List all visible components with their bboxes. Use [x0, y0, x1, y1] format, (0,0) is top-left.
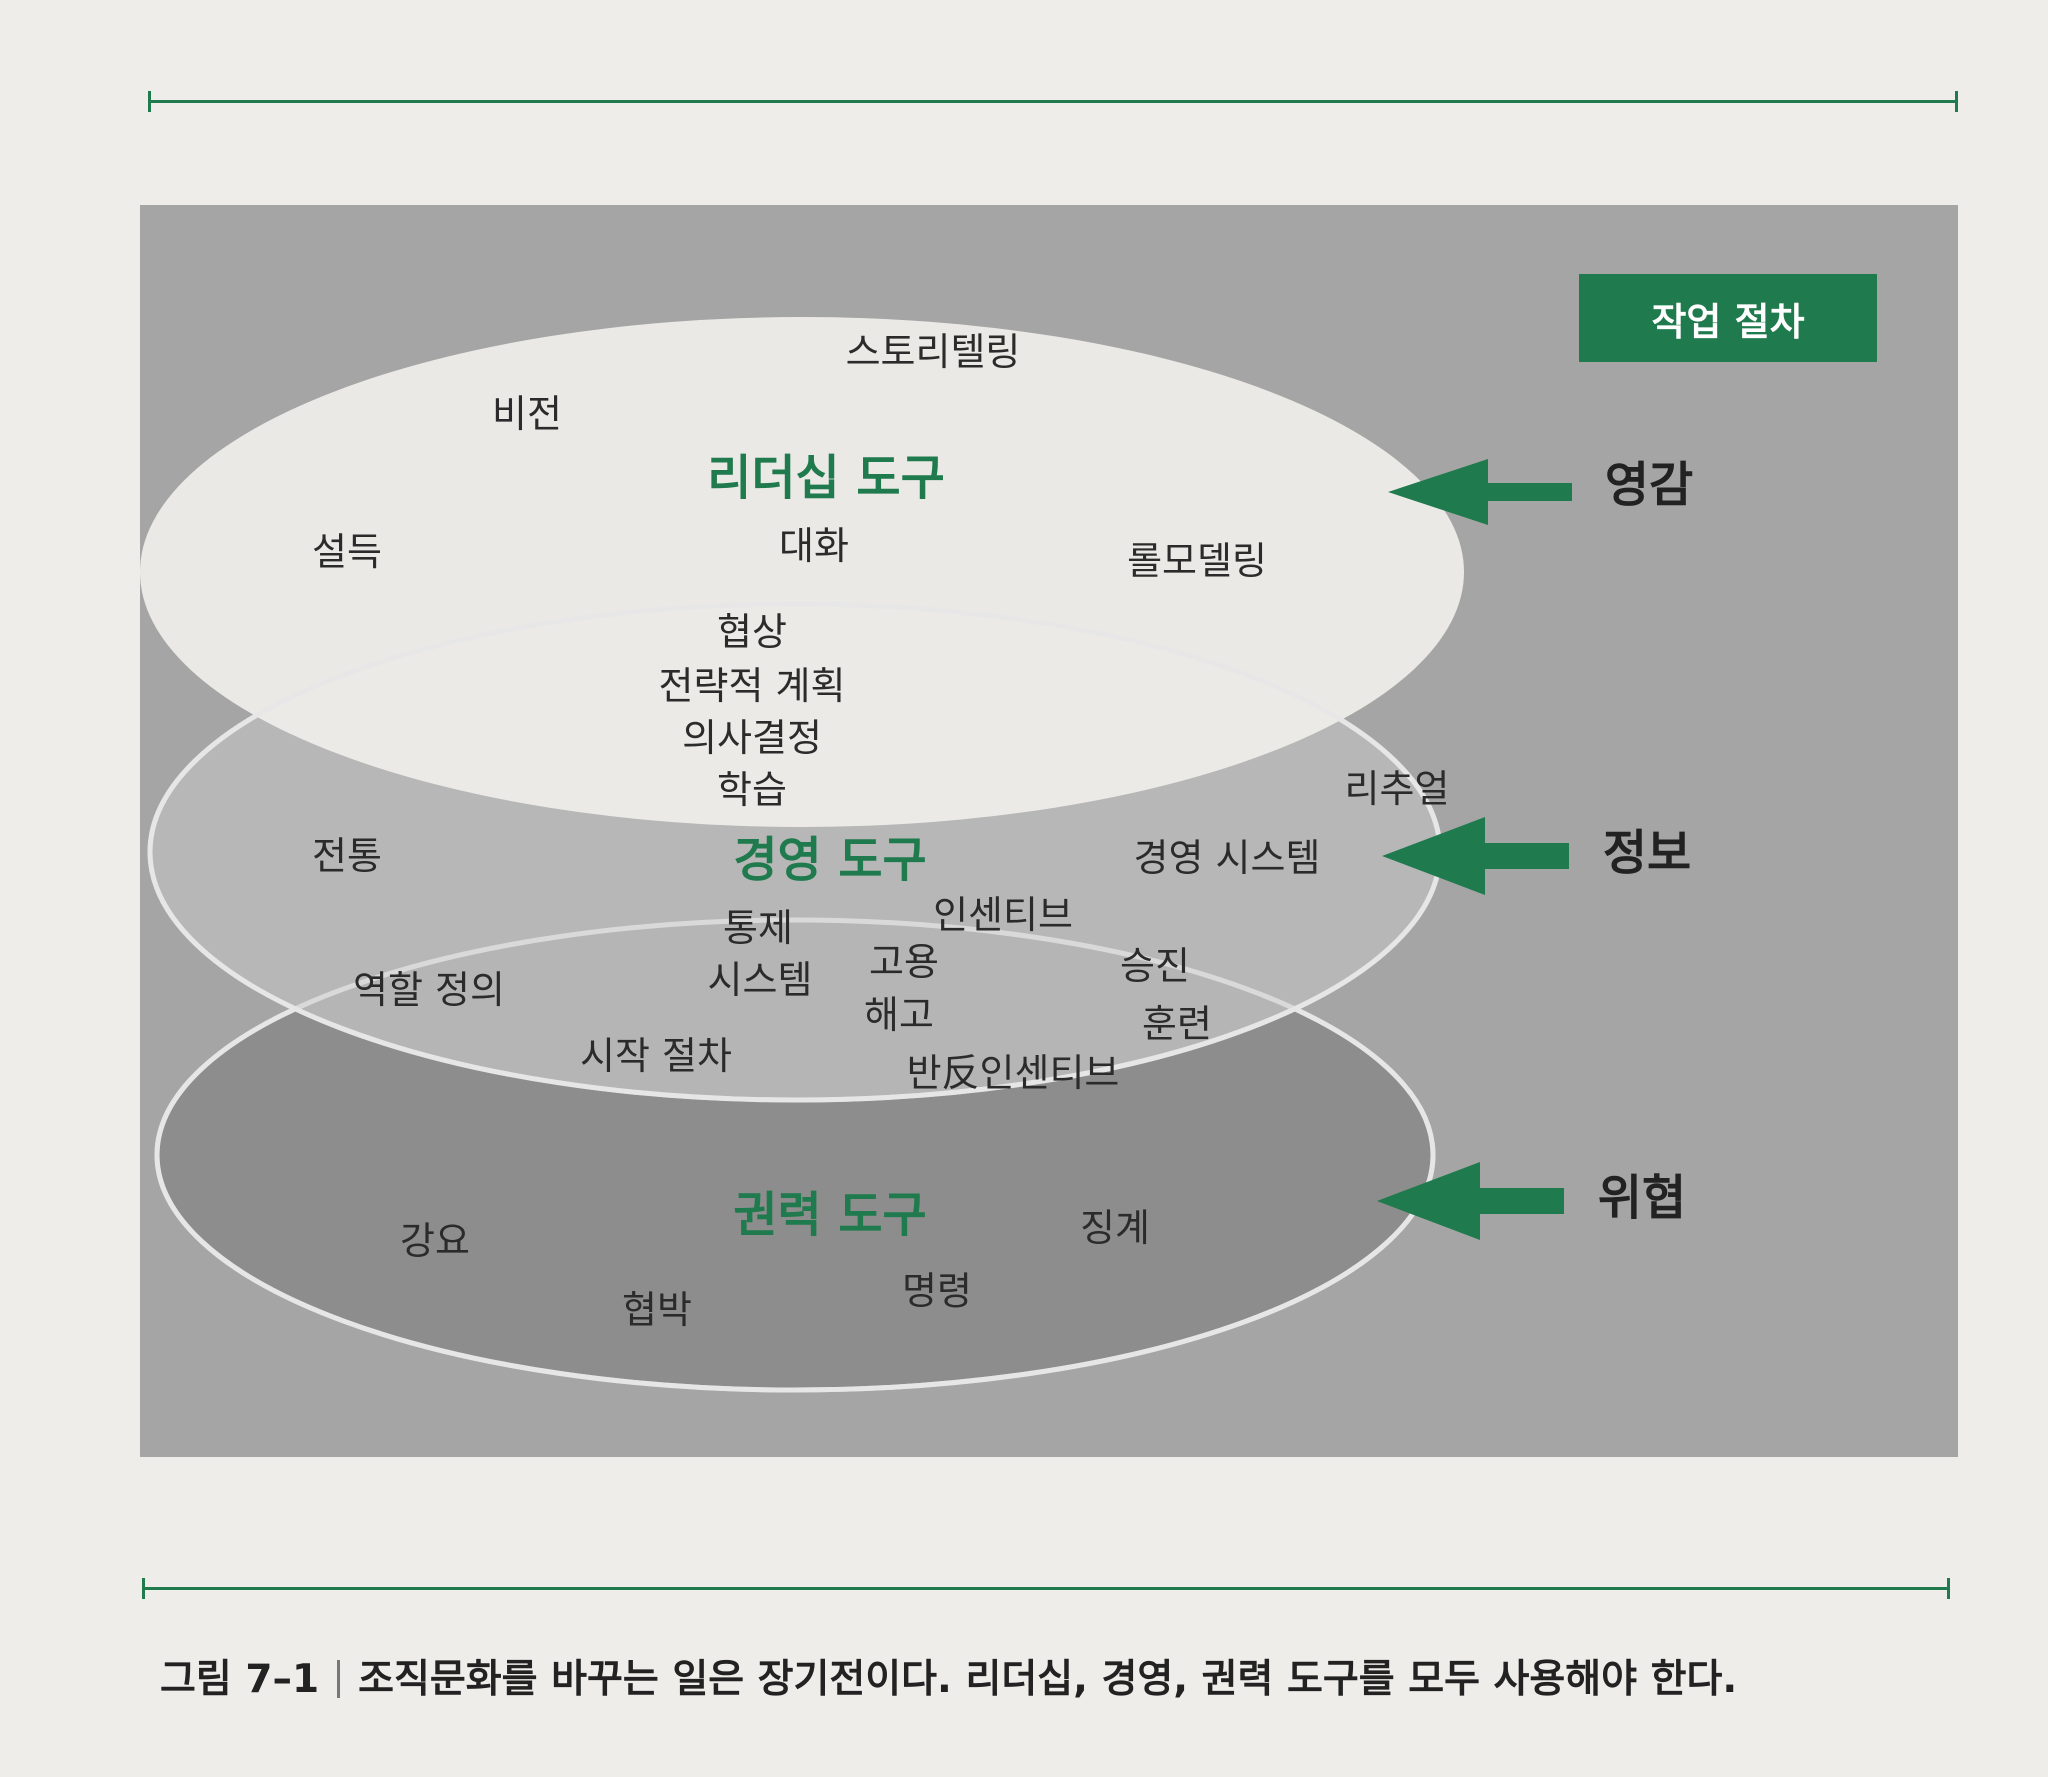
- management-item: 승진: [1120, 944, 1190, 988]
- power-outline: [154, 917, 1436, 1393]
- leadership-tools-ellipse: [140, 317, 1464, 827]
- power-item: 강요: [400, 1219, 470, 1263]
- management-item: 전략적 계획: [658, 664, 846, 708]
- management-item: 해고: [864, 993, 934, 1037]
- management-item: 훈련: [1142, 1002, 1212, 1046]
- caption-separator: [337, 1660, 341, 1698]
- management-item: 인센티브: [933, 893, 1073, 937]
- driver-threat: 위협: [1597, 1170, 1687, 1226]
- driver-information: 정보: [1602, 825, 1692, 881]
- threat-arrow-icon: [1377, 1162, 1564, 1240]
- management-item: 역할 정의: [353, 968, 505, 1012]
- bottom-rule: [142, 1578, 1950, 1599]
- information-arrow-icon: [1382, 817, 1569, 895]
- management-item: 반反인센티브: [906, 1051, 1120, 1095]
- management-item: 경영 시스템: [1133, 836, 1321, 880]
- management-item: 시스템: [707, 958, 813, 1002]
- leadership-item: 대화: [779, 524, 849, 568]
- power-tools-title: 권력 도구: [733, 1187, 927, 1243]
- leadership-tools-title: 리더십 도구: [707, 450, 945, 506]
- figure-number: 그림 7–1: [160, 1657, 320, 1702]
- work-procedure-label: 작업 절차: [1579, 274, 1877, 362]
- management-item: 학습: [717, 768, 787, 812]
- management-item: 고용: [869, 940, 939, 984]
- power-item: 징계: [1080, 1206, 1150, 1250]
- ellipse-diagram: [140, 317, 1572, 1393]
- leadership-item: 스토리텔링: [845, 330, 1021, 374]
- leadership-item: 비전: [492, 392, 562, 436]
- management-item: 의사결정: [682, 716, 822, 760]
- management-item: 통제: [723, 906, 793, 950]
- top-rule: [148, 91, 1958, 112]
- figure-caption: 그림 7–1 조직문화를 바꾸는 일은 장기전이다. 리더십, 경영, 권력 도구…: [160, 1648, 1737, 1704]
- management-item: 협상: [717, 610, 787, 654]
- management-item: 시작 절차: [580, 1034, 732, 1078]
- caption-text: 조직문화를 바꾸는 일은 장기전이다. 리더십, 경영, 권력 도구를 모두 사…: [358, 1657, 1738, 1702]
- power-item: 협박: [622, 1288, 692, 1332]
- power-item: 명령: [902, 1269, 972, 1313]
- inspiration-arrow-icon: [1388, 459, 1572, 525]
- management-item: 전통: [312, 834, 382, 878]
- leadership-item: 롤모델링: [1127, 539, 1267, 583]
- driver-inspiration: 영감: [1604, 457, 1694, 513]
- management-item: 리추얼: [1344, 767, 1450, 811]
- diagram-panel: [140, 205, 1958, 1457]
- leadership-item: 설득: [312, 530, 382, 574]
- management-tools-title: 경영 도구: [733, 832, 927, 888]
